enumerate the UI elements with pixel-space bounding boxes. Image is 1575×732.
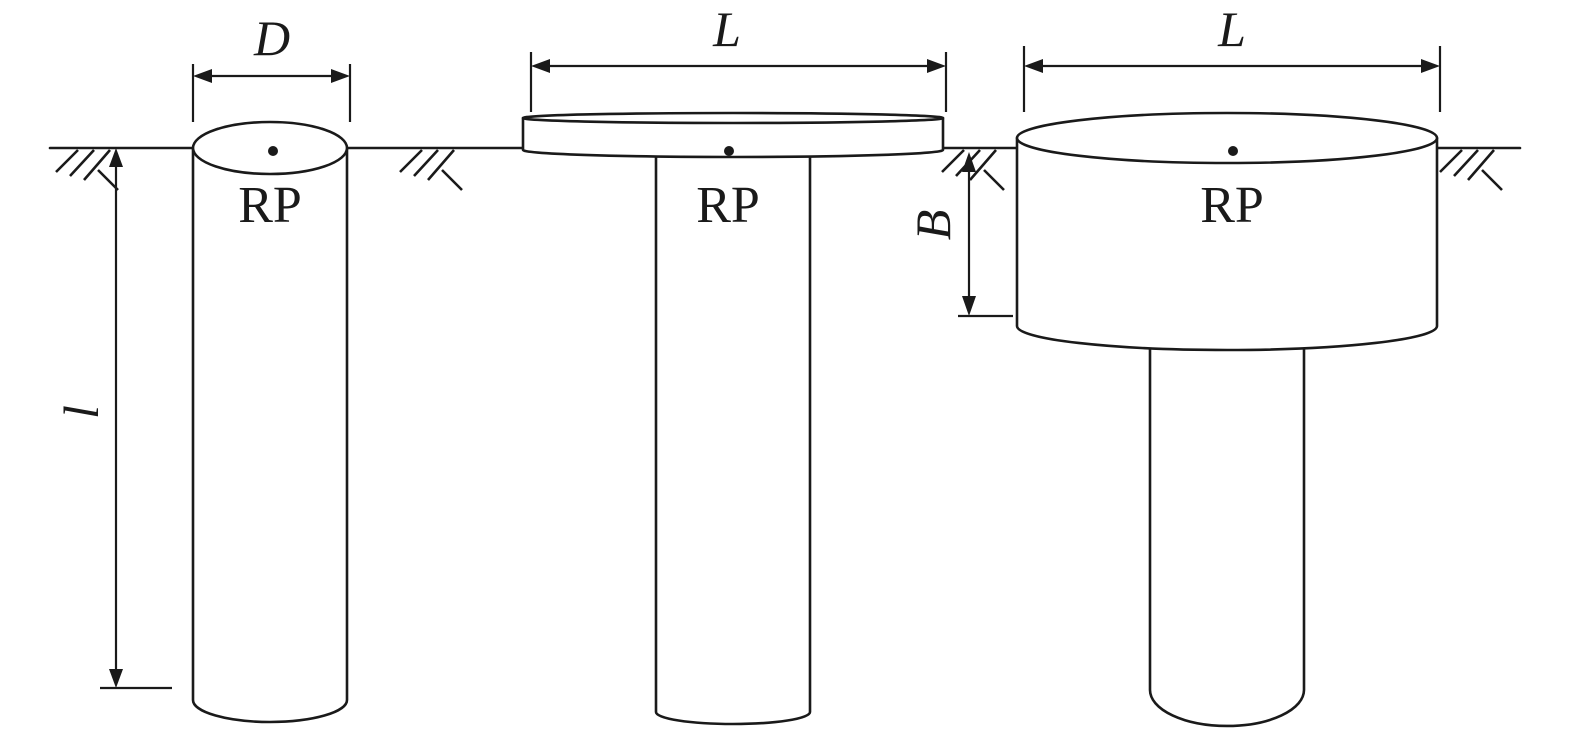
pile-1-rp-label: RP: [238, 177, 302, 234]
dimension-D: D: [191, 10, 352, 122]
dimension-l-label: l: [53, 405, 109, 419]
pile-2-capped: RP: [521, 111, 945, 726]
pile-3-thick-cap: RP: [1015, 111, 1439, 728]
dimension-B: B: [905, 152, 1013, 318]
soil-hatch-1: [55, 149, 119, 191]
soil-hatch-2: [399, 149, 463, 191]
dimension-L-right-label: L: [1217, 1, 1246, 57]
reference-point-dot-2: [724, 146, 734, 156]
dimension-l: l: [53, 148, 172, 690]
dimension-L-right: L: [1022, 1, 1442, 112]
pile-3-rp-label: RP: [1200, 177, 1264, 234]
dimension-D-label: D: [253, 10, 290, 66]
reference-point-dot-3: [1228, 146, 1238, 156]
dimension-L-middle-label: L: [712, 1, 741, 57]
pile-2-rp-label: RP: [696, 177, 760, 234]
dimension-B-label: B: [905, 210, 961, 241]
dimension-L-middle: L: [529, 1, 948, 112]
soil-hatch-4: [1439, 149, 1503, 191]
pile-1-cylinder: RP: [191, 120, 349, 724]
reference-point-dot-1: [268, 146, 278, 156]
